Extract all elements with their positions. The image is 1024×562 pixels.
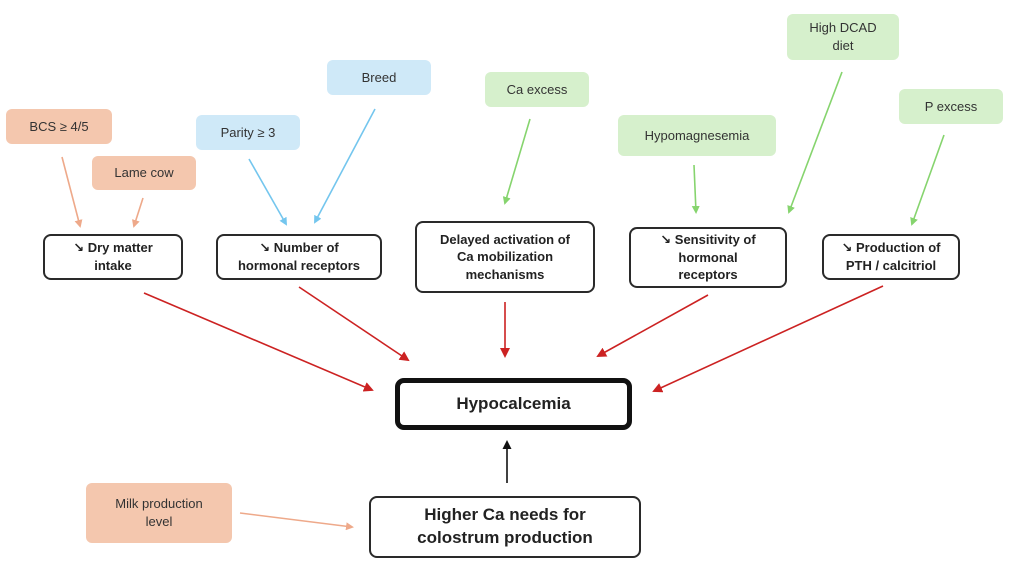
factor-bcs-label: BCS ≥ 4/5	[29, 118, 89, 134]
factor-high-dcad-label: High DCAD diet	[809, 20, 877, 53]
arrow-receptors-to-hypocalcemia	[298, 286, 410, 362]
arrow-dcad-to-sensitivity	[787, 71, 843, 214]
arrow-hypomag-to-sensitivity	[691, 164, 700, 214]
mechanism-dry-matter: ↘ Dry matter intake	[43, 234, 183, 280]
factor-p-excess-label: P excess	[924, 98, 978, 114]
mechanism-delayed-activation: Delayed activation of Ca mobilization me…	[415, 221, 595, 293]
factor-high-dcad: High DCAD diet	[787, 14, 899, 60]
arrow-breed-to-receptors	[314, 108, 376, 224]
factor-milk-production: Milk production level	[86, 483, 232, 543]
colostrum-needs: Higher Ca needs for colostrum production	[369, 496, 641, 558]
factor-breed-label: Breed	[361, 69, 397, 85]
arrow-lame-to-dry-matter	[132, 197, 144, 228]
colostrum-needs-label: Higher Ca needs for colostrum production	[417, 505, 593, 547]
factor-hypomagnesemia: Hypomagnesemia	[618, 115, 776, 156]
mechanism-pth-production-label: ↘ Production of PTH / calcitriol	[841, 240, 941, 273]
factor-lame-cow-label: Lame cow	[114, 165, 174, 181]
arrow-pth-to-hypocalcemia	[652, 285, 884, 393]
mechanism-dry-matter-label: ↘ Dry matter intake	[73, 240, 153, 273]
arrow-p-to-pth	[910, 134, 945, 226]
mechanism-receptors-number-label: ↘ Number of hormonal receptors	[237, 240, 361, 273]
mechanism-receptor-sensitivity-label: ↘ Sensitivity of hormonal receptors	[660, 232, 756, 283]
arrow-ca-to-delayed	[502, 118, 531, 205]
factor-breed: Breed	[327, 60, 431, 95]
factor-ca-excess: Ca excess	[485, 72, 589, 107]
arrow-sensitivity-to-hypocalcemia	[596, 294, 709, 357]
outcome-hypocalcemia: Hypocalcemia	[395, 378, 632, 430]
factor-hypomagnesemia-label: Hypomagnesemia	[644, 127, 750, 143]
mechanism-receptors-number: ↘ Number of hormonal receptors	[216, 234, 382, 280]
factor-parity: Parity ≥ 3	[196, 115, 300, 150]
mechanism-pth-production: ↘ Production of PTH / calcitriol	[822, 234, 960, 280]
factor-p-excess: P excess	[899, 89, 1003, 124]
outcome-hypocalcemia-label: Hypocalcemia	[456, 394, 571, 413]
mechanism-delayed-activation-label: Delayed activation of Ca mobilization me…	[439, 231, 571, 282]
factor-parity-label: Parity ≥ 3	[220, 124, 276, 140]
arrow-parity-to-receptors	[248, 158, 287, 226]
mechanism-receptor-sensitivity: ↘ Sensitivity of hormonal receptors	[629, 227, 787, 288]
factor-milk-production-label: Milk production level	[115, 496, 203, 529]
arrow-milk-to-colostrum	[239, 512, 354, 531]
factor-ca-excess-label: Ca excess	[506, 81, 568, 97]
arrow-bcs-to-dry-matter	[61, 156, 83, 228]
factor-bcs: BCS ≥ 4/5	[6, 109, 112, 144]
arrow-dry-matter-to-hypocalcemia	[143, 292, 374, 392]
factor-lame-cow: Lame cow	[92, 156, 196, 190]
